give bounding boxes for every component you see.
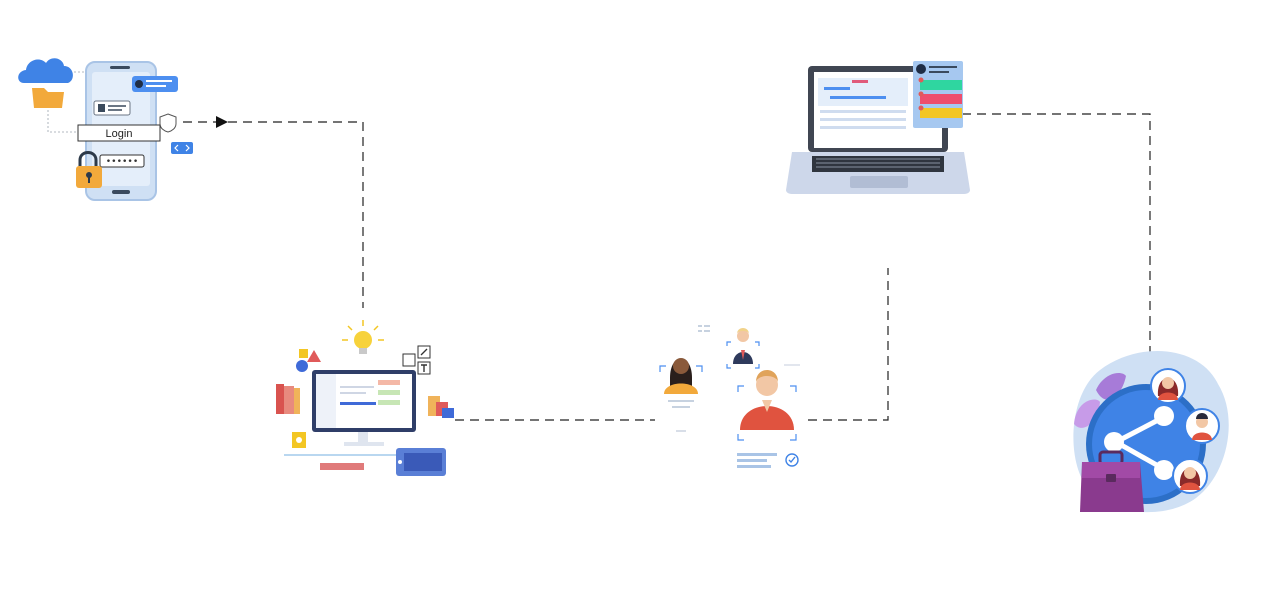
share-icon — [1104, 406, 1174, 480]
ruler-icon — [320, 463, 364, 470]
password-mask: •••••• — [106, 157, 139, 167]
professional-network-illustration — [1073, 350, 1229, 513]
shield-icon — [159, 113, 177, 133]
lightbulb-icon — [342, 320, 384, 354]
crop-tool-icon — [402, 353, 416, 367]
login-button-label: Login — [106, 128, 133, 140]
connector-login-to-design — [183, 121, 364, 308]
connector-laptop-to-network — [962, 113, 1151, 380]
candidate-avatar-main — [740, 370, 794, 430]
candidate-avatar-left — [664, 358, 698, 394]
network-avatar-2 — [1184, 408, 1220, 444]
arrowhead — [216, 116, 228, 128]
design-workstation-illustration — [276, 320, 454, 476]
circle-shape-icon — [296, 360, 308, 372]
check-icon — [785, 453, 799, 467]
laptop-dashboard-illustration — [786, 61, 970, 194]
folder-icon — [32, 88, 64, 108]
recruitment-illustration — [659, 325, 800, 468]
lock-icon — [76, 151, 102, 188]
mobile-login-illustration: Login •••••• — [18, 58, 193, 201]
briefcase-icon — [1080, 450, 1144, 512]
books-icon — [276, 384, 284, 414]
login-button: Login — [77, 124, 161, 142]
password-field — [99, 154, 145, 168]
network-avatar-3 — [1172, 458, 1208, 494]
cloud-icon — [18, 58, 73, 83]
code-icon — [171, 142, 193, 154]
triangle-shape-icon — [307, 350, 321, 362]
connectors — [183, 113, 1151, 421]
network-avatar-1 — [1150, 368, 1186, 404]
square-shape-icon — [299, 349, 308, 358]
connector-recruit-to-laptop — [808, 268, 889, 421]
candidate-avatar-top — [733, 328, 753, 364]
